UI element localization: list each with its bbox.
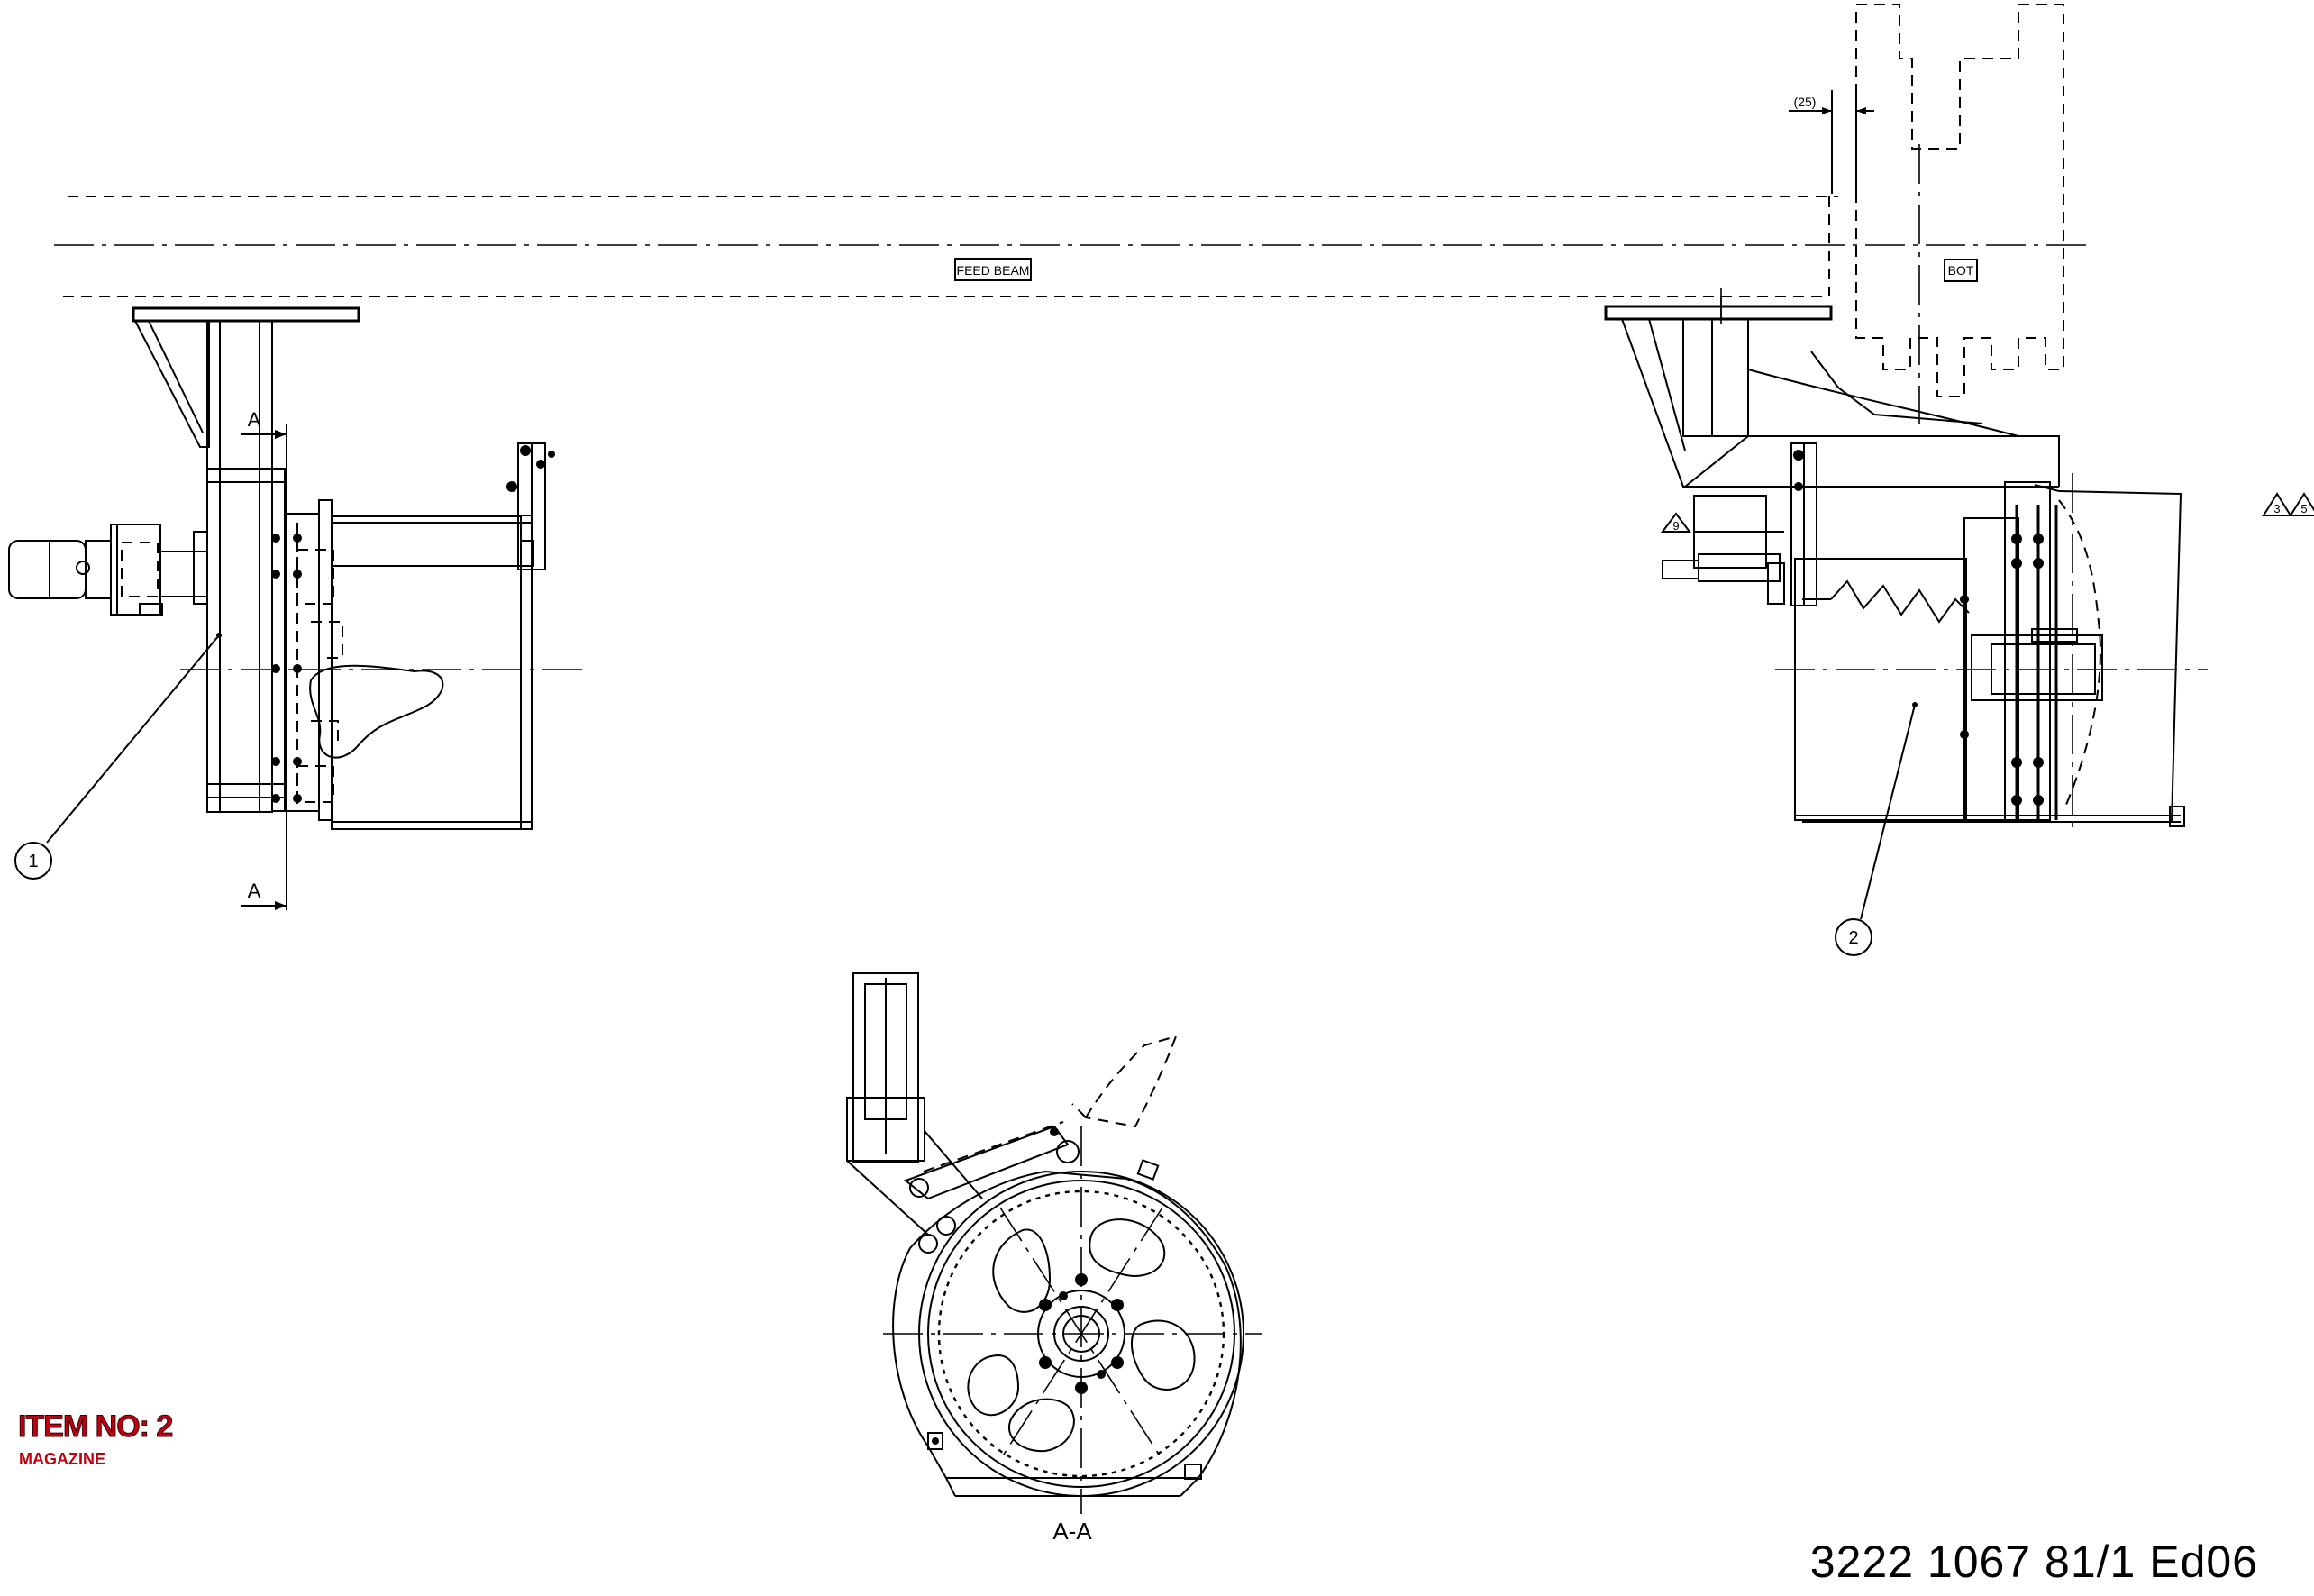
left-motor xyxy=(8,524,208,616)
left-handle xyxy=(309,664,444,759)
left-view: A A xyxy=(8,306,586,910)
note-symbols: 3 5 xyxy=(2262,492,2314,516)
section-a-a-view: A-A xyxy=(846,972,1262,1545)
right-flange-bolts xyxy=(1960,534,2044,806)
section-view-label: A-A xyxy=(1052,1518,1092,1545)
item-number-label: ITEM NO: 2 xyxy=(17,1409,173,1444)
flange-bolts xyxy=(271,534,302,803)
feed-beam: FEED BEAM xyxy=(54,196,2091,297)
section-housing xyxy=(892,1170,1242,1479)
section-mark-a-top: A xyxy=(248,408,261,431)
bot-label: BOT xyxy=(1948,263,1974,278)
right-view: 9 xyxy=(1604,288,2208,920)
left-mount-plate xyxy=(132,306,360,323)
bot-outline: BOT xyxy=(1720,4,2064,424)
right-drum xyxy=(1794,558,1967,821)
dimension-25: (25) xyxy=(1789,90,1874,194)
feed-beam-label: FEED BEAM xyxy=(957,263,1030,278)
note-symbol-3: 3 xyxy=(2273,502,2280,515)
feed-beam-label-box xyxy=(954,258,1032,281)
item-description: MAGAZINE xyxy=(19,1450,105,1468)
balloon-1-label: 1 xyxy=(28,852,38,871)
bot-label-box xyxy=(1944,259,1978,282)
right-mount-plate xyxy=(1604,305,1833,321)
item-balloon-1: 1 xyxy=(14,842,52,880)
drum-lobes xyxy=(967,1218,1196,1453)
section-mark-a-bottom: A xyxy=(248,880,261,902)
weld-symbol-triangle xyxy=(1661,512,1691,533)
drawing-number: 3222 1067 81/1 Ed06 xyxy=(1809,1537,2258,1587)
note-symbol-5: 5 xyxy=(2300,502,2307,515)
item-balloon-2: 2 xyxy=(1835,918,1872,956)
weld-symbol-label: 9 xyxy=(1672,519,1679,533)
dimension-25-label: (25) xyxy=(1794,95,1817,109)
balloon-2-label: 2 xyxy=(1848,928,1858,948)
